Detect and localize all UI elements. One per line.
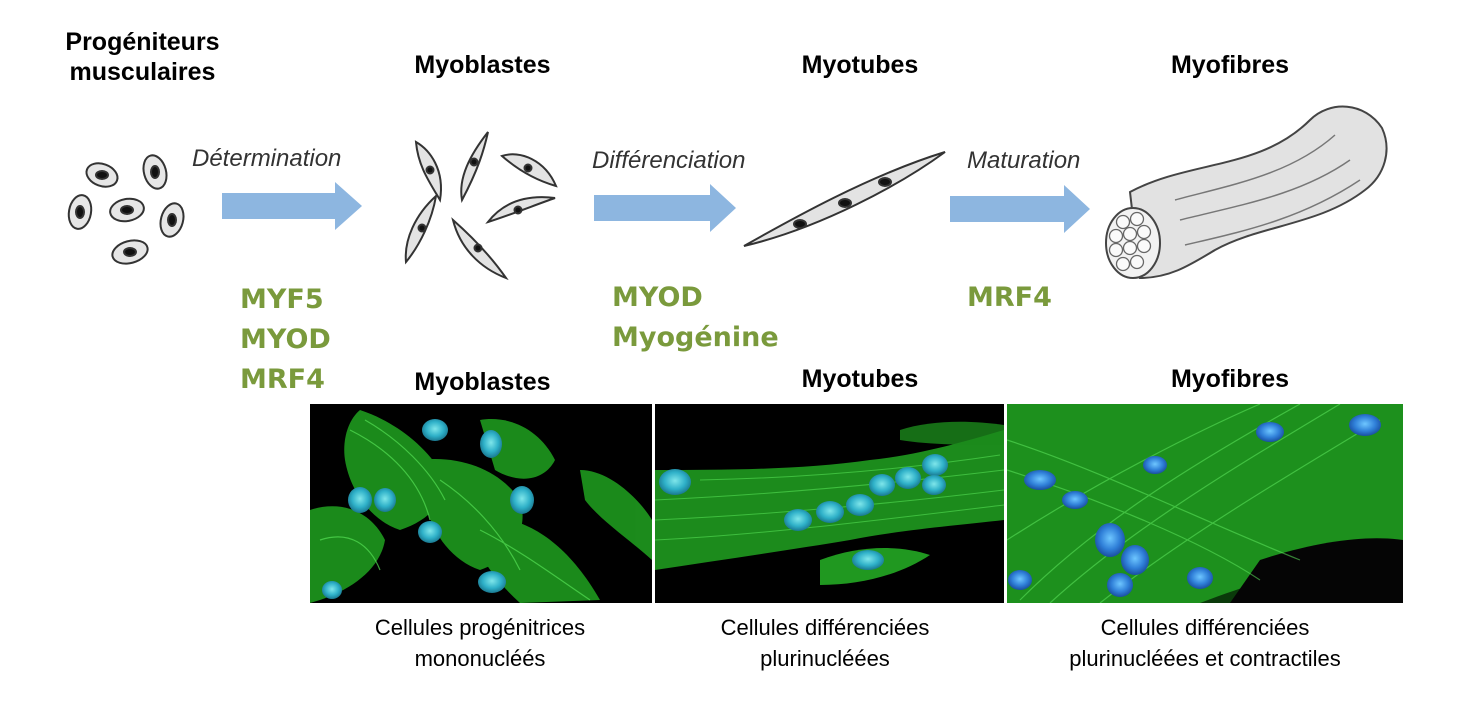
progenitor-cell bbox=[85, 162, 119, 188]
determination-markers: MYF5 MYOD MRF4 bbox=[240, 280, 331, 400]
determination-arrow bbox=[222, 182, 362, 230]
maturation-arrow bbox=[950, 185, 1090, 233]
arrows bbox=[222, 182, 1090, 233]
progenitor-cell bbox=[159, 202, 185, 238]
marker-myf5: MYF5 bbox=[240, 284, 324, 315]
progenitors-title: Progéniteurs musculaires bbox=[30, 27, 255, 87]
myoblasts-title: Myoblastes bbox=[414, 51, 551, 79]
differentiation-arrow bbox=[594, 184, 736, 232]
caption-myoblasts-line1: Cellules progénitrices bbox=[374, 615, 586, 640]
micrograph-myoblasts bbox=[310, 404, 652, 603]
caption-myoblasts-line2: mononucléés bbox=[414, 646, 546, 671]
caption-myotubes-line1: Cellules différenciées bbox=[720, 615, 930, 640]
micrograph-title-myofibres: Myofibres bbox=[1170, 365, 1290, 393]
myotube-cell bbox=[743, 151, 946, 247]
myoblast-cell bbox=[404, 193, 438, 265]
marker-myogenine: Myogénine bbox=[612, 322, 779, 353]
progenitor-cell bbox=[142, 154, 168, 190]
progenitors-title-line2: musculaires bbox=[69, 58, 216, 86]
myotubes-title: Myotubes bbox=[801, 51, 919, 79]
caption-myofibres-line2: plurinucléées et contractiles bbox=[1069, 646, 1341, 671]
caption-myofibres-line1: Cellules différenciées bbox=[1100, 615, 1310, 640]
myofibre-illustration bbox=[1105, 105, 1388, 280]
progenitor-cell bbox=[67, 194, 93, 230]
marker-mrf4: MRF4 bbox=[240, 364, 325, 395]
caption-myofibres: Cellules différenciées plurinucléées et … bbox=[1030, 612, 1380, 674]
progenitor-cells bbox=[67, 154, 185, 265]
micrograph-myotubes bbox=[655, 404, 1004, 603]
myoblast-cells bbox=[404, 131, 558, 281]
micrograph-myofibres bbox=[1007, 404, 1403, 603]
caption-myotubes-line2: plurinucléées bbox=[760, 646, 890, 671]
maturation-label: Maturation bbox=[967, 147, 1081, 174]
micrograph-title-myoblasts: Myoblastes bbox=[414, 368, 551, 396]
progenitors-title-line1: Progéniteurs bbox=[65, 28, 220, 56]
myoblast-cell bbox=[460, 131, 489, 204]
myoblast-cell bbox=[485, 196, 556, 224]
progenitor-cell bbox=[109, 197, 145, 223]
marker-mrf4: MRF4 bbox=[967, 282, 1052, 313]
myofibres-title: Myofibres bbox=[1170, 51, 1290, 79]
marker-myod: MYOD bbox=[240, 324, 331, 355]
caption-myotubes: Cellules différenciées plurinucléées bbox=[665, 612, 985, 674]
maturation-markers: MRF4 bbox=[967, 278, 1052, 318]
differentiation-label: Différenciation bbox=[592, 147, 746, 174]
differentiation-markers: MYOD Myogénine bbox=[612, 278, 779, 358]
determination-label: Détermination bbox=[192, 145, 342, 172]
micrograph-title-myotubes: Myotubes bbox=[801, 365, 919, 393]
progenitor-cell bbox=[111, 239, 149, 265]
myoblast-cell bbox=[451, 217, 509, 281]
marker-myod: MYOD bbox=[612, 282, 703, 313]
myoblast-cell bbox=[500, 153, 558, 188]
caption-myoblasts: Cellules progénitrices mononucléés bbox=[320, 612, 640, 674]
myoblast-cell bbox=[414, 140, 442, 203]
